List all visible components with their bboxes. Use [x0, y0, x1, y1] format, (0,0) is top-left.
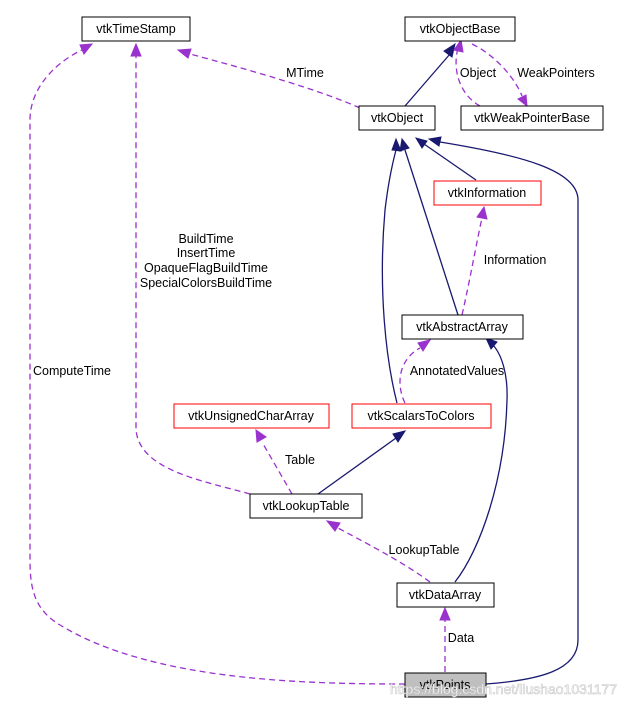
- arrowhead-lookuptable: [325, 520, 341, 532]
- arrowhead-timestamp-buildtime: [130, 42, 142, 57]
- arrowhead-weakpointers: [517, 94, 528, 108]
- node-label: vtkObject: [371, 111, 424, 125]
- node-vtkScalarsToColors[interactable]: vtkScalarsToColors: [351, 403, 492, 429]
- node-label: vtkScalarsToColors: [368, 409, 475, 423]
- edge-label-inserttime: InsertTime: [177, 246, 236, 260]
- node-label: vtkInformation: [448, 186, 527, 200]
- edge-scalarstocolors-to-lookuptable: [317, 437, 397, 495]
- node-vtkInformation[interactable]: vtkInformation: [433, 180, 542, 206]
- edge-annotatedvalues: [399, 347, 421, 404]
- node-label: vtkObjectBase: [420, 22, 501, 36]
- edge-abstractarray-to-dataarray: [454, 344, 508, 583]
- edge-object-to-points: [439, 141, 579, 685]
- edge-timestamp-mtime: [189, 53, 361, 109]
- edge-lookuptable: [337, 527, 431, 583]
- node-vtkDataArray[interactable]: vtkDataArray: [396, 582, 495, 608]
- edge-object-to-abstractarray: [404, 149, 459, 316]
- edge-label-table: Table: [285, 453, 315, 467]
- arrowhead-object-from-information: [414, 137, 428, 149]
- node-vtkWeakPointerBase[interactable]: vtkWeakPointerBase: [460, 105, 604, 131]
- arrowhead-objectbase-object-loop: [453, 38, 464, 53]
- node-label: vtkAbstractArray: [416, 320, 508, 334]
- node-vtkPoints[interactable]: vtkPoints: [404, 672, 487, 698]
- node-vtkObjectBase[interactable]: vtkObjectBase: [404, 16, 516, 42]
- edge-label-opaqueflagbuildtime: OpaqueFlagBuildTime: [144, 261, 268, 275]
- node-label: vtkWeakPointerBase: [474, 111, 590, 125]
- edge-objectbase-to-object: [404, 53, 451, 107]
- edge-label-weakpointers: WeakPointers: [517, 66, 595, 80]
- arrowhead-timestamp-mtime: [176, 48, 192, 59]
- node-vtkUnsignedCharArray[interactable]: vtkUnsignedCharArray: [173, 403, 330, 429]
- node-label: vtkDataArray: [409, 588, 482, 602]
- arrowhead-data: [439, 606, 451, 621]
- edge-objectbase-object-loop: [455, 47, 481, 107]
- arrowhead-object-from-scalarstocolors: [391, 137, 402, 152]
- edge-information: [461, 217, 483, 316]
- arrowhead-timestamp-computetime: [79, 43, 94, 55]
- edge-label-annotatedvalues: AnnotatedValues: [410, 364, 504, 378]
- arrowhead-object-from-points: [427, 136, 442, 147]
- node-vtkAbstractArray[interactable]: vtkAbstractArray: [401, 314, 524, 340]
- edge-label-data: Data: [448, 631, 474, 645]
- edge-label-computetime: ComputeTime: [33, 364, 111, 378]
- edge-label-mtime: MTime: [286, 66, 324, 80]
- node-vtkObject[interactable]: vtkObject: [358, 105, 436, 131]
- edge-object-to-scalarstocolors: [381, 149, 398, 404]
- node-vtkTimeStamp[interactable]: vtkTimeStamp: [81, 16, 191, 42]
- edge-label-information: Information: [484, 253, 547, 267]
- node-label: vtkUnsignedCharArray: [188, 409, 314, 423]
- edge-timestamp-computetime: [29, 49, 406, 685]
- arrowhead-object-from-abstractarray: [399, 137, 410, 152]
- node-vtkLookupTable[interactable]: vtkLookupTable: [249, 493, 363, 519]
- watermark-text: https://blog.csdn.net/liushao1031177: [390, 681, 617, 697]
- node-label: vtkLookupTable: [263, 499, 350, 513]
- node-label: vtkTimeStamp: [96, 22, 175, 36]
- arrowhead-objectbase: [443, 42, 456, 58]
- node-label: vtkPoints: [420, 678, 471, 692]
- arrowhead-table: [255, 428, 267, 443]
- edge-timestamp-buildtime: [135, 55, 251, 495]
- edge-label-specialcolorsbuildtime: SpecialColorsBuildTime: [140, 276, 272, 290]
- edge-label-object: Object: [460, 66, 497, 80]
- arrowhead-annotatedvalues: [417, 339, 432, 352]
- arrowhead-scalarstocolors-from-lookuptable: [392, 430, 407, 443]
- edge-label-lookuptable: LookupTable: [389, 543, 460, 557]
- arrowhead-abstractarray-from-dataarray: [485, 337, 498, 350]
- edge-table: [261, 441, 293, 495]
- arrowhead-information: [476, 205, 488, 220]
- edge-object-to-information: [423, 143, 477, 181]
- edge-label-buildtime: BuildTime: [178, 232, 233, 246]
